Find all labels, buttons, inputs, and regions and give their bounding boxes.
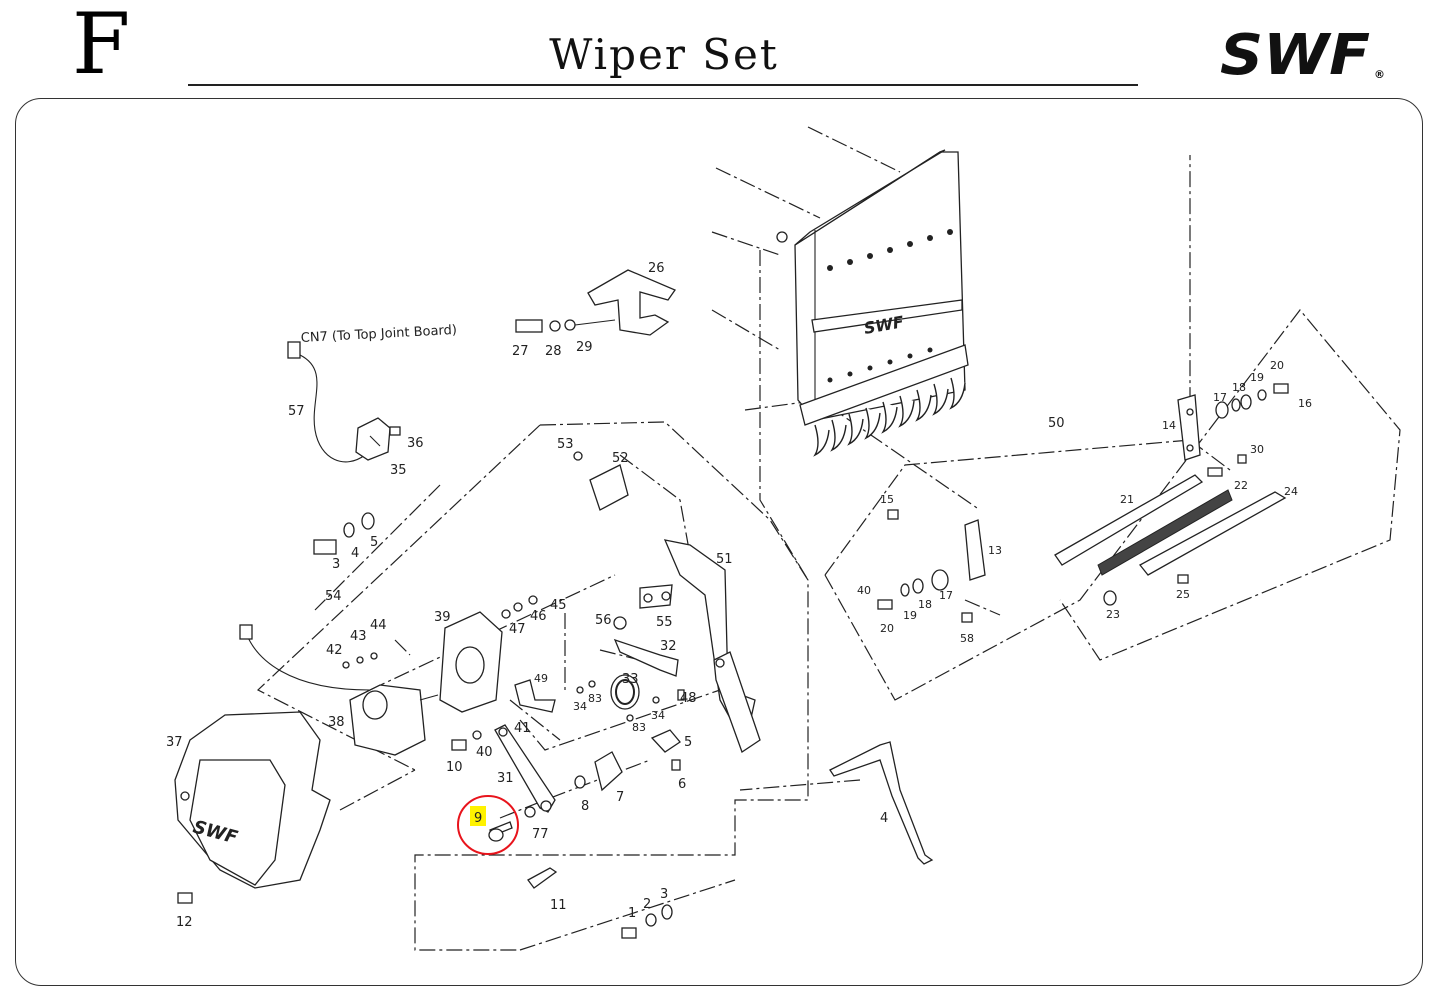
wiring-harness-cn7: [287, 341, 401, 463]
part-label: 28: [545, 344, 562, 359]
part-label: 23: [1106, 608, 1120, 621]
part-labels: CN7 (To Top Joint Board) 1 2 3 3 4 4 5 5…: [166, 261, 1312, 930]
part-label: 17: [939, 589, 953, 602]
part-label: 49: [534, 672, 548, 685]
part-label: 2: [643, 897, 651, 912]
part-label: 54: [325, 589, 342, 604]
part-label: 1: [628, 906, 636, 921]
part-label: 18: [1232, 381, 1246, 394]
part-label: 37: [166, 735, 183, 750]
part-label: 44: [370, 618, 387, 633]
part-label: 6: [678, 777, 686, 792]
part-label: 40: [857, 584, 871, 597]
part-4-wiper-blade: [829, 741, 934, 865]
part-label: 19: [903, 609, 917, 622]
part-label: 56: [595, 613, 612, 628]
small-hardware: [177, 595, 685, 939]
part-label: 39: [434, 610, 451, 625]
part-label: 55: [656, 615, 673, 630]
part-label: 83: [632, 721, 646, 734]
part-label: 15: [880, 493, 894, 506]
part-label: 11: [550, 898, 567, 913]
part-9-highlight: [457, 795, 519, 855]
wiper-linkage: [494, 451, 761, 813]
brand-logo-text: SWF: [1220, 23, 1370, 82]
part-26-bracket: [515, 269, 676, 336]
part-label: 26: [648, 261, 665, 276]
part-label: 42: [326, 643, 343, 658]
diagram-frame: [15, 98, 1423, 986]
part-label: 4: [880, 811, 888, 826]
part-label: 20: [880, 622, 894, 635]
part-label-9-highlighted: 9: [474, 811, 482, 826]
part-label: 83: [588, 692, 602, 705]
part-label: 51: [716, 552, 733, 567]
part-label: 18: [918, 598, 932, 611]
brand-logo: SWF ®: [1220, 23, 1385, 82]
part-label: 35: [390, 463, 407, 478]
part-label: 8: [581, 799, 589, 814]
part-label: 10: [446, 760, 463, 775]
title-rule: [188, 84, 1138, 86]
part-label: 21: [1120, 493, 1134, 506]
right-assembly: [877, 383, 1289, 623]
screw-set-3-4-5: [313, 512, 375, 555]
page-title: Wiper Set: [549, 30, 779, 79]
part-label: 19: [1250, 371, 1264, 384]
part-label: 48: [680, 691, 697, 706]
part-label: 38: [328, 715, 345, 730]
part-label: 32: [660, 639, 677, 654]
part-label: 30: [1250, 443, 1264, 456]
part-label: 40: [476, 745, 493, 760]
part-label: 45: [550, 598, 567, 613]
part-label: 31: [497, 771, 514, 786]
part-label: 36: [407, 436, 424, 451]
connector-note: CN7 (To Top Joint Board): [300, 323, 457, 346]
part-label: 46: [530, 609, 547, 624]
part-label: 16: [1298, 397, 1312, 410]
part-label: 17: [1213, 391, 1227, 404]
part-label: 13: [988, 544, 1002, 557]
part-label: 27: [512, 344, 529, 359]
part-label: 22: [1234, 479, 1248, 492]
motor-assembly: SWF: [174, 611, 503, 889]
part-label: 25: [1176, 588, 1190, 601]
part-label: 50: [1048, 416, 1065, 431]
part-label: 14: [1162, 419, 1176, 432]
part-label: 7: [616, 790, 624, 805]
part-label: 29: [576, 340, 593, 355]
part-label: 77: [532, 827, 549, 842]
part-label: 3: [660, 887, 668, 902]
part-label: 12: [176, 915, 193, 930]
part-label: 33: [622, 672, 639, 687]
part-label: 34: [573, 700, 587, 713]
part-label: 4: [351, 546, 359, 561]
part-label: 24: [1284, 485, 1298, 498]
part-label: 43: [350, 629, 367, 644]
sewing-head: SWF: [776, 149, 969, 457]
part-label: 41: [514, 721, 531, 736]
part-label: 58: [960, 632, 974, 645]
part-label: 5: [370, 535, 378, 550]
part-label: 47: [509, 622, 526, 637]
part-label: 53: [557, 437, 574, 452]
section-letter: F: [72, 0, 131, 93]
part-label: 34: [651, 709, 665, 722]
part-label: 20: [1270, 359, 1284, 372]
part-label: 57: [288, 404, 305, 419]
part-label: 5: [684, 735, 692, 750]
svg-text:®: ®: [1374, 68, 1385, 81]
part-label: 3: [332, 557, 340, 572]
part-label: 52: [612, 451, 629, 466]
